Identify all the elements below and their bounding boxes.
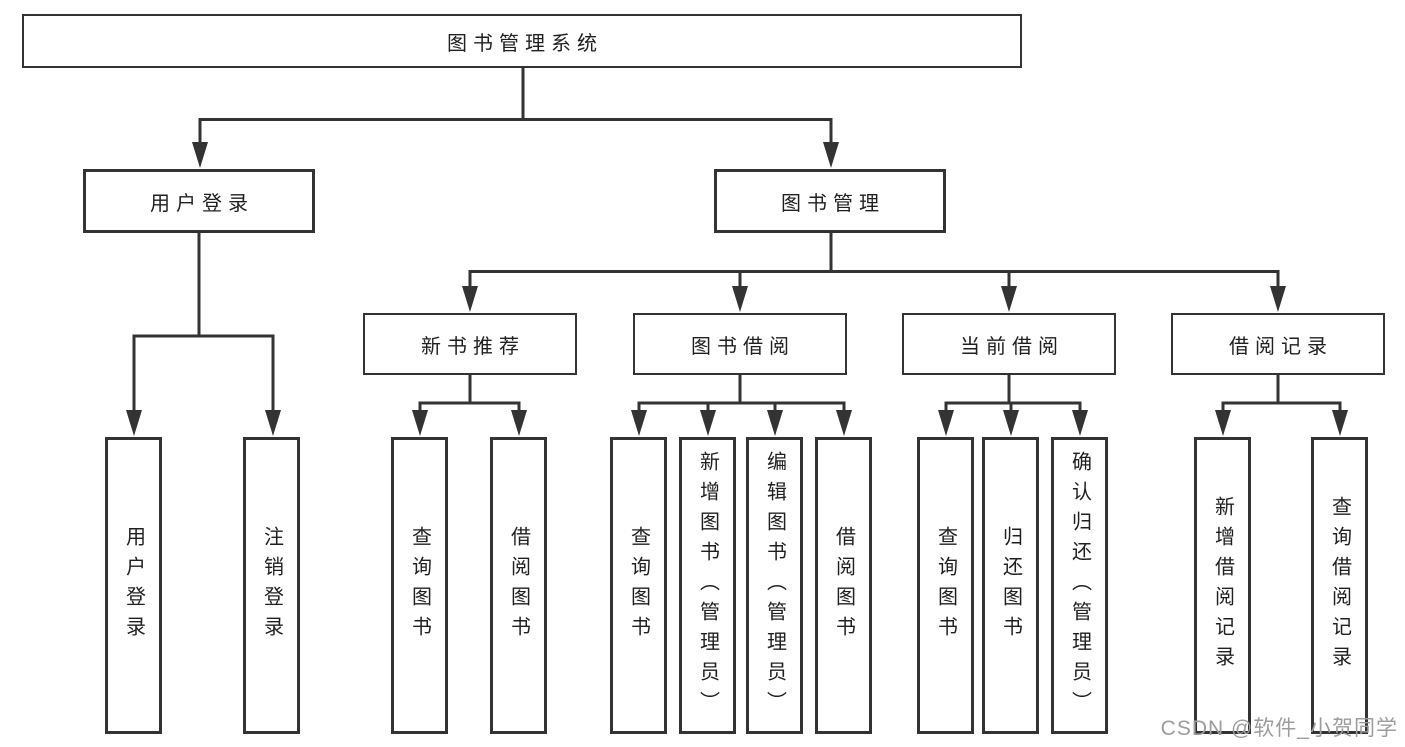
node-user-login-action: 用户登录 bbox=[105, 437, 162, 734]
node-return-books: 归还图书 bbox=[982, 437, 1039, 734]
node-query-books-recommend-label: 查询图书 bbox=[408, 525, 431, 646]
node-book-management: 图书管理 bbox=[714, 169, 946, 233]
node-return-books-label: 归还图书 bbox=[999, 525, 1022, 646]
node-borrowing-records: 借阅记录 bbox=[1171, 313, 1385, 375]
node-add-books-admin: 新增图书（管理员） bbox=[679, 437, 736, 734]
connector-user-login-branch bbox=[132, 233, 275, 420]
node-borrow-books-recommend: 借阅图书 bbox=[490, 437, 547, 734]
node-new-book-recommend: 新书推荐 bbox=[363, 313, 577, 375]
node-root: 图书管理系统 bbox=[22, 14, 1022, 68]
node-query-borrow-record-label: 查询借阅记录 bbox=[1328, 495, 1351, 676]
node-current-borrowing: 当前借阅 bbox=[902, 313, 1116, 375]
node-book-borrowing: 图书借阅 bbox=[633, 313, 847, 375]
connector-root-to-level2 bbox=[198, 68, 833, 150]
connector-borrowing-records-branch bbox=[1221, 375, 1342, 420]
node-query-books-borrowing-label: 查询图书 bbox=[627, 525, 650, 646]
connector-new-book-branch bbox=[418, 375, 521, 420]
csdn-watermark: CSDN @软件_小贺同学 bbox=[1160, 717, 1398, 740]
node-confirm-return-admin-label: 确认归还（管理员） bbox=[1068, 450, 1091, 721]
connector-book-management-branch bbox=[468, 233, 1280, 295]
node-user-login: 用户登录 bbox=[83, 169, 315, 233]
node-edit-books-admin-label: 编辑图书（管理员） bbox=[763, 450, 786, 721]
node-query-borrow-record: 查询借阅记录 bbox=[1311, 437, 1368, 734]
arrowheads bbox=[126, 142, 1348, 436]
node-borrow-books-borrowing-label: 借阅图书 bbox=[832, 525, 855, 646]
connector-book-borrowing-branch bbox=[637, 375, 846, 420]
node-add-borrow-record: 新增借阅记录 bbox=[1194, 437, 1251, 734]
node-user-login-action-label: 用户登录 bbox=[122, 525, 145, 646]
node-query-books-current: 查询图书 bbox=[917, 437, 974, 734]
node-logout-action: 注销登录 bbox=[243, 437, 300, 734]
node-edit-books-admin: 编辑图书（管理员） bbox=[746, 437, 803, 734]
node-user-login-label: 用户登录 bbox=[150, 192, 254, 215]
node-query-books-borrowing: 查询图书 bbox=[610, 437, 667, 734]
node-logout-action-label: 注销登录 bbox=[260, 525, 283, 646]
node-confirm-return-admin: 确认归还（管理员） bbox=[1051, 437, 1108, 734]
node-borrow-books-recommend-label: 借阅图书 bbox=[507, 525, 530, 646]
node-borrow-books-borrowing: 借阅图书 bbox=[815, 437, 872, 734]
node-query-books-current-label: 查询图书 bbox=[934, 525, 957, 646]
node-current-borrowing-label: 当前借阅 bbox=[960, 335, 1064, 358]
node-add-borrow-record-label: 新增借阅记录 bbox=[1211, 495, 1234, 676]
node-book-borrowing-label: 图书借阅 bbox=[691, 335, 795, 358]
node-book-management-label: 图书管理 bbox=[781, 192, 885, 215]
node-add-books-admin-label: 新增图书（管理员） bbox=[696, 450, 719, 721]
node-new-book-recommend-label: 新书推荐 bbox=[421, 335, 525, 358]
node-borrowing-records-label: 借阅记录 bbox=[1229, 335, 1333, 358]
node-root-label: 图书管理系统 bbox=[447, 32, 603, 55]
node-query-books-recommend: 查询图书 bbox=[391, 437, 448, 734]
